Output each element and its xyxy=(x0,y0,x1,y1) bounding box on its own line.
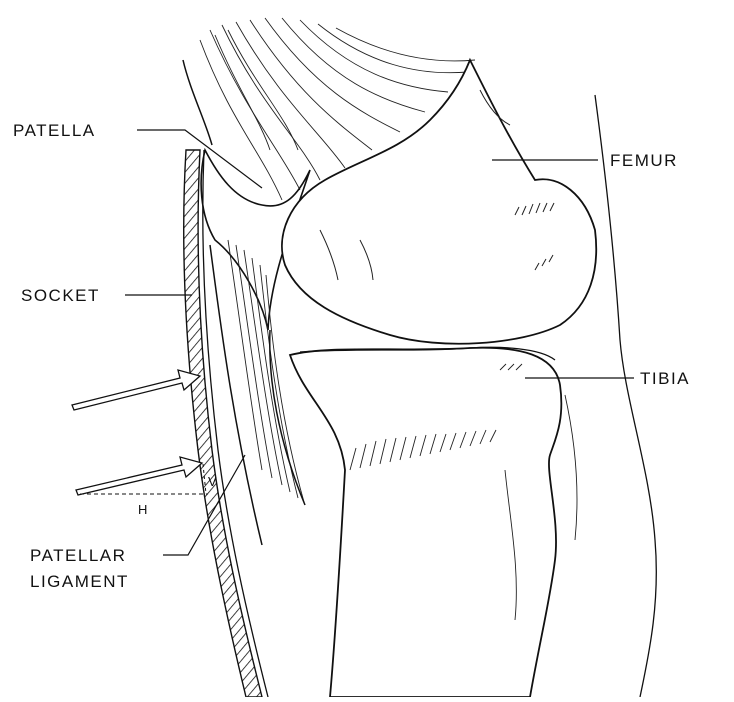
h-label: H xyxy=(138,502,148,517)
tibia-label: TIBIA xyxy=(640,369,690,388)
socket-label: SOCKET xyxy=(21,286,100,305)
patellar-ligament-outline xyxy=(210,245,305,545)
force-arrow-lower xyxy=(76,457,202,495)
patellar-ligament-label-line1: PATELLAR xyxy=(30,546,126,565)
femur-outline xyxy=(282,60,596,344)
tibia-outline xyxy=(290,348,561,697)
socket-wall xyxy=(184,150,262,697)
force-arrow-upper xyxy=(72,370,200,410)
patellar-ligament-label-line2: LIGAMENT xyxy=(30,572,129,591)
v-label: V xyxy=(208,474,217,489)
femur-label: FEMUR xyxy=(610,151,678,170)
patella-label: PATELLA xyxy=(13,121,96,140)
leg-outline-right xyxy=(595,95,656,697)
